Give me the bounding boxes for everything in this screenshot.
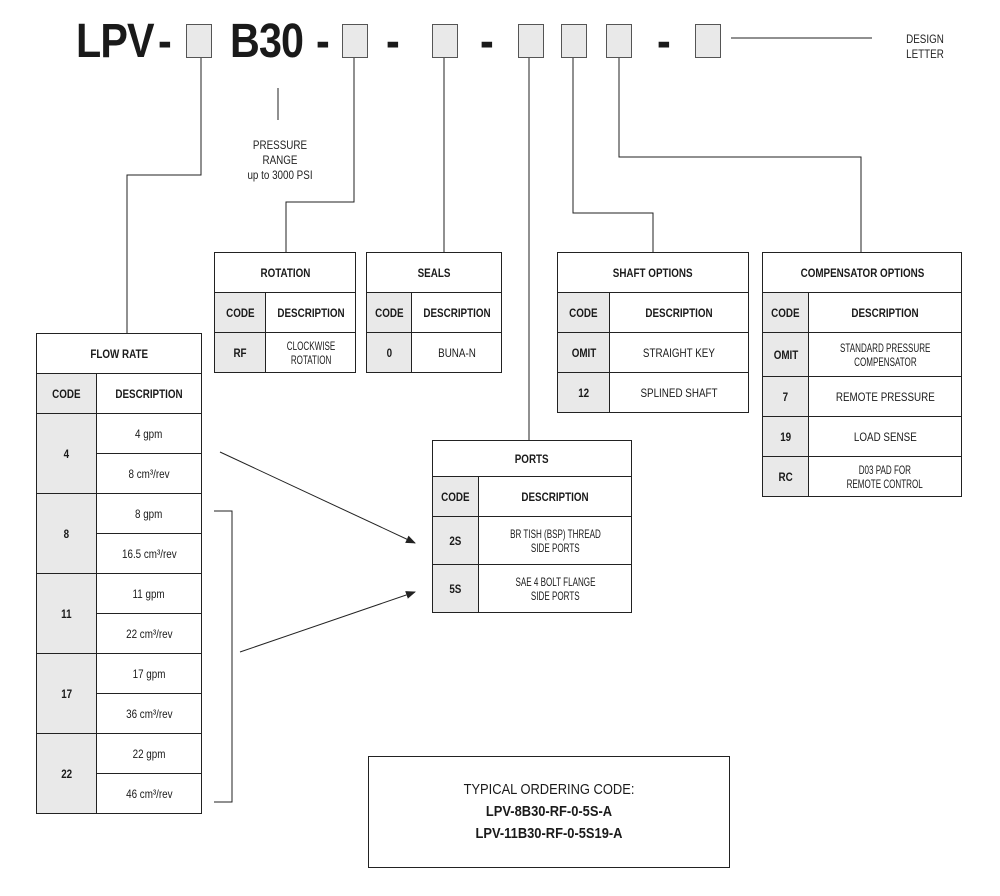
table-title: PORTS <box>432 440 632 477</box>
table-row: 19 LOAD SENSE <box>762 416 962 457</box>
compensator-slot <box>606 24 632 58</box>
table-row: 16.5 cm³/rev <box>37 533 202 574</box>
dash: - <box>316 15 330 68</box>
table-title: FLOW RATE <box>36 333 202 374</box>
column-header: DESCRIPTION <box>96 373 202 414</box>
dash: - <box>386 15 400 68</box>
table-row: 4 4 gpm <box>36 413 202 494</box>
ordering-code-box: TYPICAL ORDERING CODE: LPV-8B30-RF-0-5S-… <box>368 756 730 868</box>
table-row: 0 BUNA-N <box>366 332 503 373</box>
table-row: 11 11 gpm <box>36 573 202 654</box>
design-letter-slot <box>695 24 721 58</box>
ports-slot <box>518 24 544 58</box>
column-header: CODE <box>432 476 479 517</box>
ordering-code-label: TYPICAL ORDERING CODE: <box>463 781 635 798</box>
table-title: ROTATION <box>213 252 357 293</box>
seals-slot <box>432 24 458 58</box>
column-header: CODE <box>36 373 97 414</box>
pressure-code: B30 <box>230 15 304 68</box>
table-row: 7 REMOTE PRESSURE <box>762 376 962 417</box>
table-row: 17 17 gpm <box>36 653 202 734</box>
table-row: 12 SPLINED SHAFT <box>557 372 749 413</box>
column-header: CODE <box>762 292 809 333</box>
column-header: CODE <box>214 292 266 333</box>
ordering-example: LPV-11B30-RF-0-5S19-A <box>475 825 623 842</box>
column-header: DESCRIPTION <box>264 292 357 333</box>
column-header: DESCRIPTION <box>478 476 632 517</box>
pressure-range-label: PRESSURE RANGE up to 3000 PSI <box>247 138 313 182</box>
flow-rate-slot <box>186 24 212 58</box>
column-header: DESCRIPTION <box>808 292 962 333</box>
table-row: 22 22 gpm <box>36 733 202 814</box>
dash: - <box>657 15 671 68</box>
table-row: OMIT STRAIGHT KEY <box>557 332 749 373</box>
column-header: DESCRIPTION <box>410 292 503 333</box>
dash: - <box>480 15 494 68</box>
table-title: SHAFT OPTIONS <box>557 252 749 293</box>
shaft-slot <box>561 24 587 58</box>
table-row: 8 8 gpm <box>36 493 202 574</box>
ordering-example: LPV-8B30-RF-0-5S-A <box>485 803 613 820</box>
model-prefix: LPV <box>76 15 155 68</box>
column-header: CODE <box>366 292 412 333</box>
column-header: DESCRIPTION <box>609 292 749 333</box>
design-letter-label: DESIGN LETTER <box>906 32 944 61</box>
dash: - <box>158 15 172 68</box>
column-header: CODE <box>557 292 610 333</box>
table-row: 46 cm³/rev <box>37 773 202 814</box>
rotation-slot <box>342 24 368 58</box>
table-title: COMPENSATOR OPTIONS <box>762 252 962 293</box>
table-title: SEALS <box>365 252 503 293</box>
